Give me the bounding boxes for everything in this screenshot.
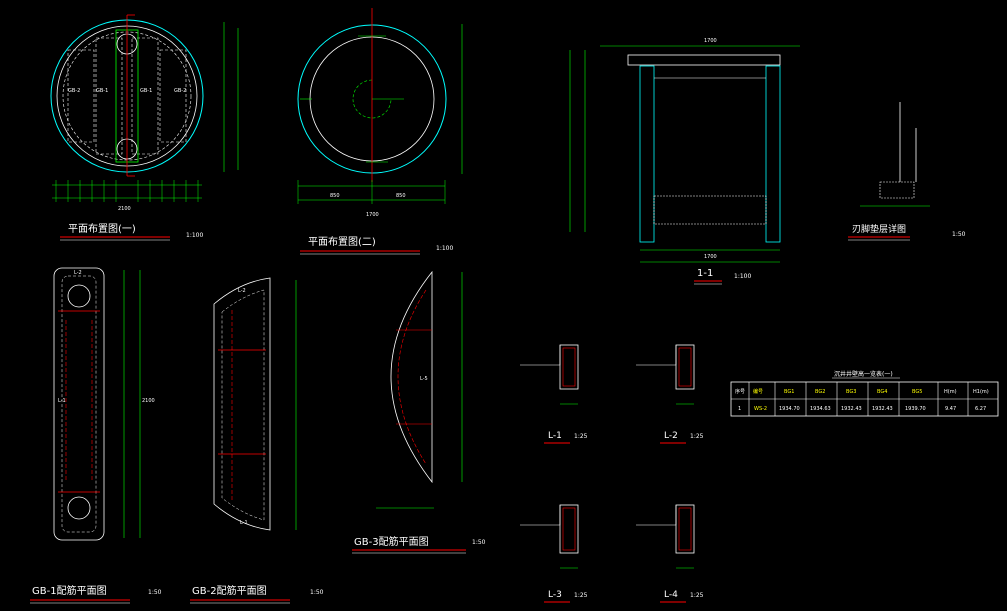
table-cell: 1939.70 bbox=[905, 406, 926, 412]
table-cell: 1 bbox=[738, 406, 741, 412]
table-cell: 6.27 bbox=[975, 406, 986, 412]
beam-section-l3: L-3 1:25 bbox=[520, 504, 588, 603]
table-title: 沉井井壁高一览表(一) bbox=[834, 370, 893, 378]
gb2-view: L-2 L-1 GB-2配筋平面图 1:50 bbox=[190, 277, 324, 604]
table-header: 序号 bbox=[735, 388, 745, 395]
table-cell: WS-2 bbox=[754, 406, 767, 412]
member-label: L-2 bbox=[74, 270, 82, 276]
table-cell: 1934.63 bbox=[810, 406, 831, 412]
view-scale: 1:50 bbox=[952, 231, 966, 238]
view-title: 1-1 bbox=[697, 268, 713, 279]
member-label: L-2 bbox=[238, 288, 246, 294]
view-title: L-3 bbox=[548, 590, 562, 600]
view-scale: 1:25 bbox=[690, 592, 704, 599]
member-label: L-1 bbox=[240, 520, 248, 526]
view-scale: 1:50 bbox=[472, 539, 486, 546]
table-cell: 1934.70 bbox=[779, 406, 800, 412]
slab-label: GB-2 bbox=[174, 88, 186, 94]
view-title: L-2 bbox=[664, 431, 678, 441]
table-cell: 1932.43 bbox=[841, 406, 862, 412]
view-title: GB-1配筋平面图 bbox=[32, 584, 107, 597]
view-scale: 1:100 bbox=[186, 232, 203, 239]
table-header: BG2 bbox=[815, 389, 825, 395]
beam-section-l2: L-2 1:25 bbox=[636, 344, 704, 444]
table-header: H(m) bbox=[944, 389, 957, 395]
detail-view: 刃脚垫层详图 1:50 bbox=[848, 102, 966, 241]
view-title: 平面布置图(二) bbox=[308, 236, 376, 248]
view-scale: 1:100 bbox=[436, 245, 453, 252]
table-header: BG1 bbox=[784, 389, 794, 395]
table-header: 编号 bbox=[753, 388, 763, 395]
view-scale: 1:100 bbox=[734, 273, 751, 280]
plan-view-2: 850 850 1700 平面布置图(二) 1:100 bbox=[297, 8, 463, 255]
beam-section-l4: L-4 1:25 bbox=[636, 504, 704, 603]
view-title: 刃脚垫层详图 bbox=[852, 223, 906, 235]
view-scale: 1:25 bbox=[690, 433, 704, 440]
plan-view-1: GB-2 GB-1 GB-1 GB-2 2100 平面布置图(一) 1:100 bbox=[50, 14, 239, 241]
table-header: BG4 bbox=[877, 389, 887, 395]
view-title: GB-2配筋平面图 bbox=[192, 584, 267, 597]
slab-label: GB-2 bbox=[68, 88, 80, 94]
table-cell: 1932.43 bbox=[872, 406, 893, 412]
gb3-view: L-5 GB-3配筋平面图 1:50 bbox=[352, 270, 486, 554]
view-scale: 1:25 bbox=[574, 433, 588, 440]
view-title: 平面布置图(一) bbox=[68, 223, 136, 235]
view-title: L-1 bbox=[548, 431, 562, 441]
member-label: L-5 bbox=[420, 376, 428, 382]
dimension-text: 1700 bbox=[366, 212, 379, 218]
dimension-text: 2100 bbox=[118, 206, 131, 212]
table-header: H1(m) bbox=[973, 389, 989, 395]
dimension-text: 2100 bbox=[142, 398, 155, 404]
dimension-text: 850 bbox=[396, 193, 406, 199]
view-title: L-4 bbox=[664, 590, 678, 600]
view-scale: 1:50 bbox=[148, 589, 162, 596]
dimension-text: 1700 bbox=[704, 254, 717, 260]
table-cell: 9.47 bbox=[945, 406, 956, 412]
elevation-table: 沉井井壁高一览表(一) 序号 编号 BG1 BG2 BG3 BG4 BG5 H(… bbox=[730, 370, 999, 417]
slab-label: GB-1 bbox=[96, 88, 108, 94]
section-view-1-1: 1700 1700 1-1 1:100 bbox=[569, 38, 800, 285]
slab-label: GB-1 bbox=[140, 88, 152, 94]
view-title: GB-3配筋平面图 bbox=[354, 535, 429, 548]
gb1-view: L-2 L-1 2100 GB-1配筋平面图 1:50 bbox=[30, 267, 162, 604]
member-label: L-1 bbox=[58, 398, 66, 404]
table-header: BG5 bbox=[912, 389, 922, 395]
table-header: BG3 bbox=[846, 389, 856, 395]
dimension-text: 850 bbox=[330, 193, 340, 199]
beam-section-l1: L-1 1:25 bbox=[520, 344, 588, 444]
view-scale: 1:25 bbox=[574, 592, 588, 599]
dimension-text: 1700 bbox=[704, 38, 717, 44]
view-scale: 1:50 bbox=[310, 589, 324, 596]
